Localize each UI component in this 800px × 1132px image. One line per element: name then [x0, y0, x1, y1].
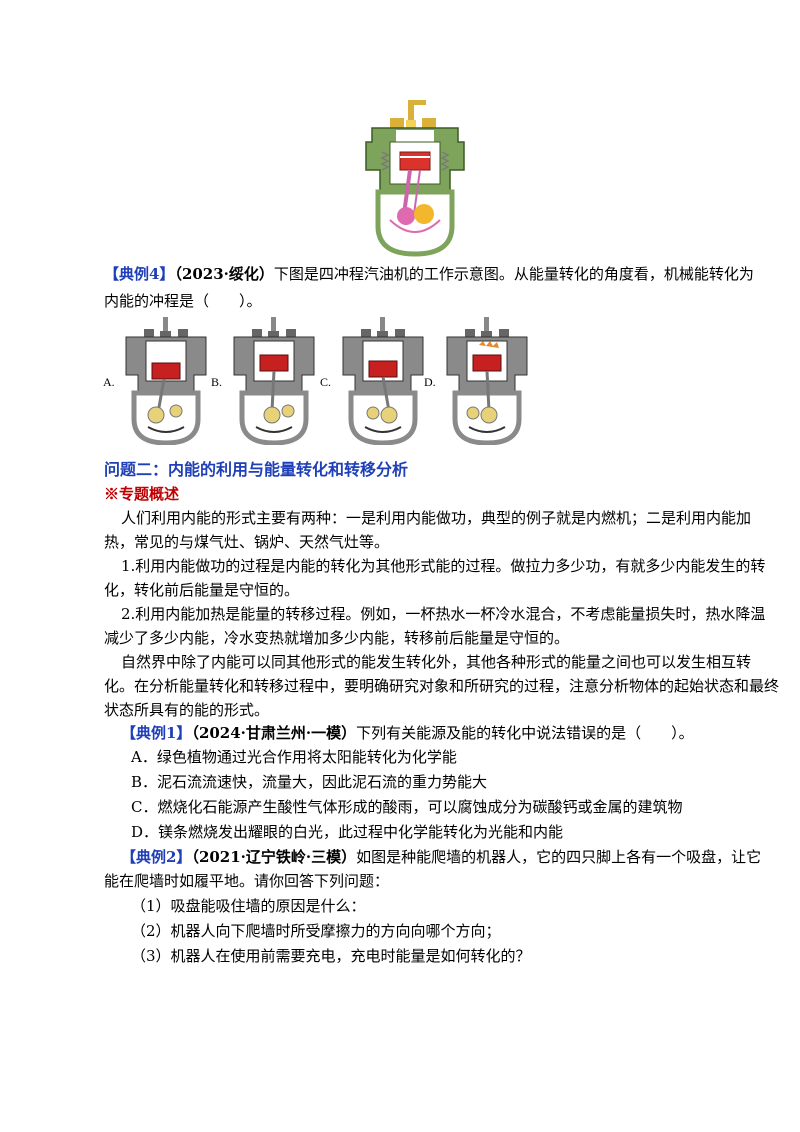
- example1-text: 下列有关能源及能的转化中说法错误的是（ ）。: [356, 724, 694, 742]
- engine-diagram-image: [365, 100, 465, 257]
- choice-a-label: A.: [103, 375, 115, 389]
- engine-choice-a-image: [125, 317, 207, 445]
- example1-option-c: C．燃烧化石能源产生酸性气体形成的酸雨，可以腐蚀成分为碳酸钙或金属的建筑物: [131, 798, 683, 816]
- choice-b-label: B.: [211, 375, 223, 389]
- paragraph2-line2: 化，转化前后能量是守恒的。: [104, 581, 300, 599]
- spark-plug: [408, 100, 414, 126]
- example2-text1: 如图是种能爬墙的机器人，它的四只脚上各有一个吸盘，让它: [356, 848, 762, 866]
- example1-option-a: A．绿色植物通过光合作用将太阳能转化为化学能: [131, 748, 457, 766]
- spark-flame-icon: [479, 341, 499, 348]
- section-title: 问题二：内能的利用与能量转化和转移分析: [104, 460, 409, 479]
- paragraph2-line1: 1.利用内能做功的过程是内能的转化为其他形式能的过程。做拉力多少功，有就多少内能…: [121, 557, 766, 575]
- example2-text2: 能在爬墙时如履平地。请你回答下列问题：: [104, 872, 390, 890]
- paragraph3-line1: 2.利用内能加热是能量的转移过程。例如，一杯热水一杯冷水混合，不考虑能量损失时，…: [121, 605, 766, 623]
- paragraph4-line3: 状态所具有的能的形式。: [104, 701, 270, 719]
- example2-tag: 【典例2】: [121, 848, 192, 866]
- example4-text2: 内能的冲程是（ ）。: [104, 292, 262, 310]
- paragraph1-line2: 热，常见的与煤气灶、锅炉、天然气灶等。: [104, 533, 390, 551]
- overview-label: ※专题概述: [104, 485, 180, 503]
- paragraph4-line1: 自然界中除了内能可以同其他形式的能发生转化外，其他各种形式的能量之间也可以发生相…: [121, 653, 752, 671]
- example4-source: （2023·绥化）: [174, 265, 274, 283]
- example4-text1: 下图是四冲程汽油机的工作示意图。从能量转化的角度看，机械能转化为: [273, 265, 754, 283]
- paragraph4-line2: 化。在分析能量转化和转移过程中，要明确研究对象和所研究的过程，注意分析物体的起始…: [104, 677, 780, 695]
- choice-d-label: D.: [424, 375, 436, 389]
- engine-choice-c-image: [342, 317, 424, 445]
- example1-option-b: B．泥石流流速快，流量大，因此泥石流的重力势能大: [131, 773, 488, 791]
- example1-source: （2024·甘肃兰州·一模）: [191, 724, 357, 742]
- example1-tag: 【典例1】: [121, 724, 192, 742]
- example4-tag: 【典例4】: [104, 265, 175, 283]
- example1-line: 【典例1】（2024·甘肃兰州·一模）下列有关能源及能的转化中说法错误的是（ ）…: [121, 722, 694, 744]
- example2-line1: 【典例2】（2021·辽宁铁岭·三模）如图是种能爬墙的机器人，它的四只脚上各有一…: [121, 846, 761, 868]
- example2-source: （2021·辽宁铁岭·三模）: [191, 848, 357, 866]
- paragraph3-line2: 减少了多少内能，冷水变热就增加多少内能，转移前后能量是守恒的。: [104, 629, 570, 647]
- paragraph1-line1: 人们利用内能的形式主要有两种：一是利用内能做功，典型的例子就是内燃机；二是利用内…: [121, 509, 752, 527]
- example2-question1: （1）吸盘能吸住墙的原因是什么：: [131, 897, 366, 915]
- example4-line1: 【典例4】（2023·绥化）下图是四冲程汽油机的工作示意图。从能量转化的角度看，…: [104, 263, 754, 285]
- engine-choice-d-image: [446, 317, 528, 445]
- example2-question3: （3）机器人在使用前需要充电，充电时能量是如何转化的？: [131, 947, 531, 965]
- engine-choice-b-image: [233, 317, 315, 445]
- example1-option-d: D．镁条燃烧发出耀眼的白光，此过程中化学能转化为光能和内能: [131, 823, 564, 841]
- choice-c-label: C.: [320, 375, 332, 389]
- example2-question2: （2）机器人向下爬墙时所受摩擦力的方向向哪个方向；: [131, 922, 501, 940]
